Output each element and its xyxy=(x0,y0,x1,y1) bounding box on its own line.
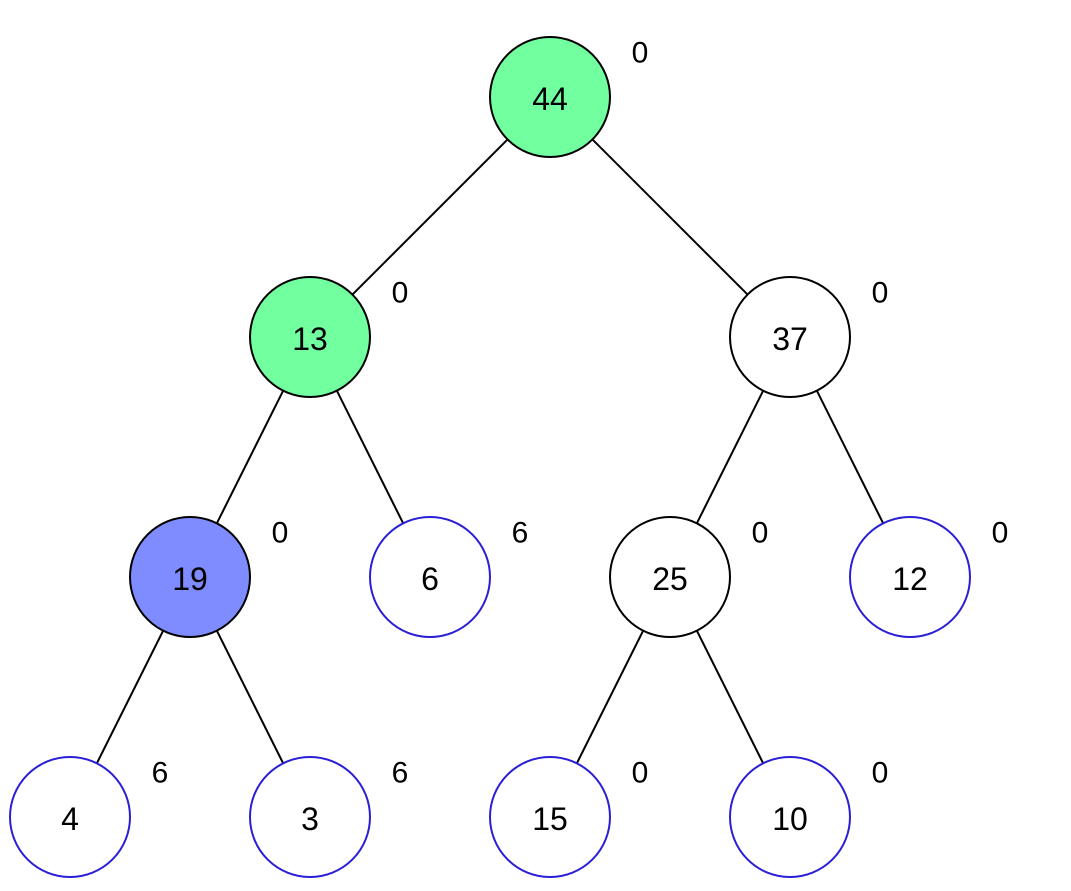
node-circle xyxy=(129,516,251,638)
node-circle xyxy=(849,516,971,638)
tree-node-13: 13 0 xyxy=(249,276,409,398)
node-value-label: 19 xyxy=(172,561,208,597)
node-annotation-label: 0 xyxy=(992,517,1009,550)
node-value-label: 3 xyxy=(301,801,319,837)
tree-node-15: 15 0 xyxy=(489,756,649,878)
tree-edge-n44-n37 xyxy=(591,138,749,296)
node-annotation-label: 0 xyxy=(272,517,289,550)
node-annotation-label: 0 xyxy=(752,517,769,550)
node-annotation-label: 6 xyxy=(512,517,529,550)
tree-node-4: 46 xyxy=(9,756,169,878)
node-annotation-label: 6 xyxy=(152,757,169,790)
tree-node-12: 12 0 xyxy=(849,516,1009,638)
tree-node-19: 19 0 xyxy=(129,516,289,638)
node-annotation-label: 0 xyxy=(872,757,889,790)
tree-edge-n25-n15 xyxy=(575,630,645,764)
node-annotation-label: 0 xyxy=(632,37,649,70)
node-circle xyxy=(9,756,131,878)
node-value-label: 37 xyxy=(772,321,808,357)
node-value-label: 15 xyxy=(532,801,568,837)
tree-edges xyxy=(95,138,885,764)
tree-node-37: 37 0 xyxy=(729,276,889,398)
node-annotation-label: 0 xyxy=(392,277,409,310)
tree-node-25: 25 0 xyxy=(609,516,769,638)
node-annotation-label: 0 xyxy=(632,757,649,790)
node-annotation-label: 0 xyxy=(872,277,889,310)
tree-edge-n19-n3 xyxy=(215,630,285,764)
tree-node-3: 36 xyxy=(249,756,409,878)
node-value-label: 13 xyxy=(292,321,328,357)
tree-node-44: 44 0 xyxy=(489,36,649,158)
node-value-label: 12 xyxy=(892,561,928,597)
node-value-label: 6 xyxy=(421,561,439,597)
node-circle xyxy=(489,36,611,158)
tree-edge-n37-n25 xyxy=(695,390,765,524)
tree-edge-n19-n4 xyxy=(95,630,165,764)
node-value-label: 10 xyxy=(772,801,808,837)
node-circle xyxy=(249,756,371,878)
node-value-label: 4 xyxy=(61,801,79,837)
node-circle xyxy=(609,516,731,638)
tree-node-6: 66 xyxy=(369,516,529,638)
tree-edge-n44-n13 xyxy=(351,138,509,296)
tree-node-10: 10 0 xyxy=(729,756,889,878)
node-value-label: 44 xyxy=(532,81,568,117)
node-circle xyxy=(249,276,371,398)
node-annotation-label: 6 xyxy=(392,757,409,790)
node-value-label: 25 xyxy=(652,561,688,597)
node-circle xyxy=(729,756,851,878)
node-circle xyxy=(729,276,851,398)
tree-edge-n37-n12 xyxy=(815,390,885,524)
tree-edge-n25-n10 xyxy=(695,630,765,764)
node-circle xyxy=(489,756,611,878)
tree-edge-n13-n6 xyxy=(335,390,405,524)
node-circle xyxy=(369,516,491,638)
tree-edge-n13-n19 xyxy=(215,390,285,524)
